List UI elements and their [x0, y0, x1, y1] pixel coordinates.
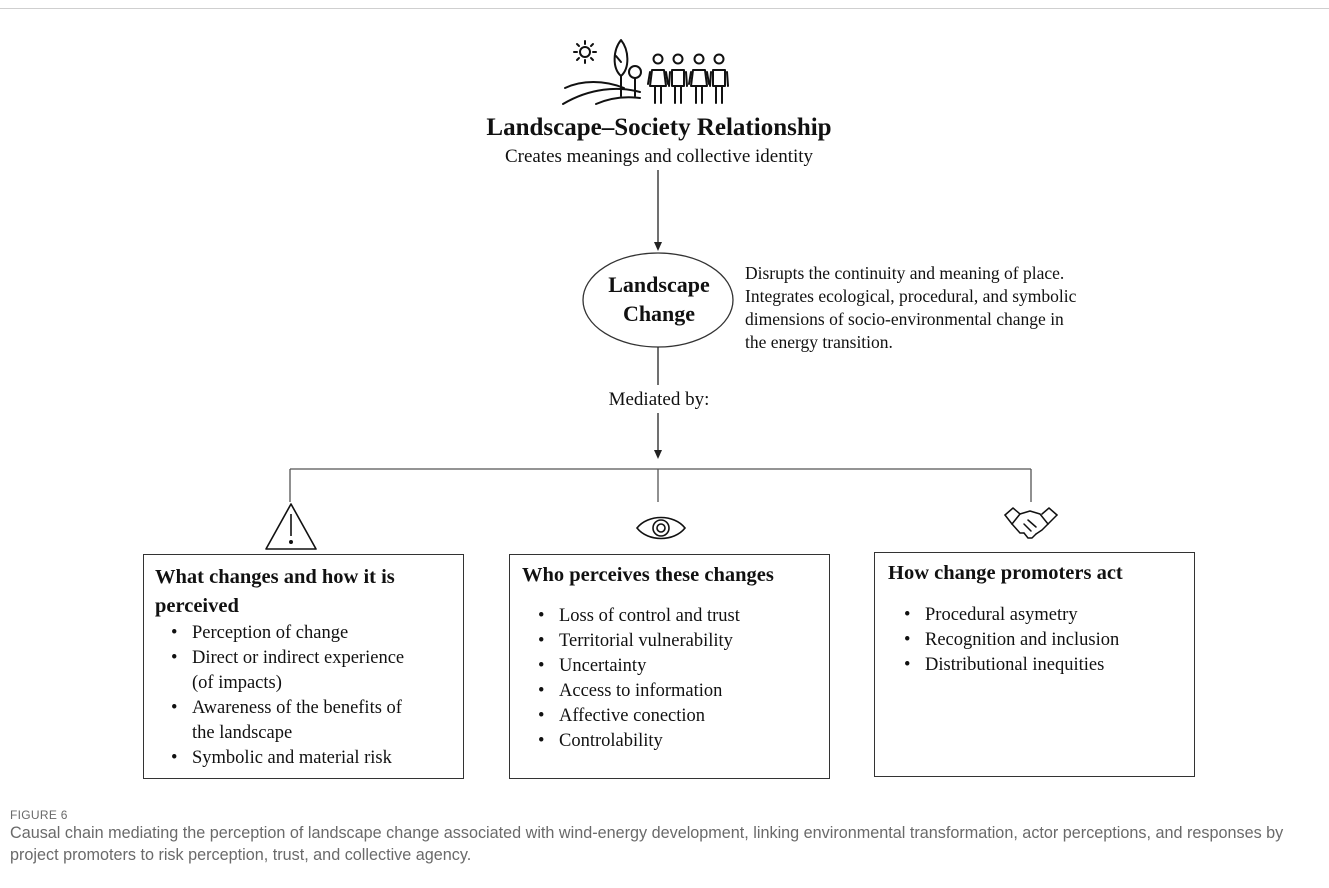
list-item-continuation: (of impacts) — [192, 673, 282, 693]
list-item: Uncertainty — [522, 654, 819, 679]
list-item-continuation: the landscape — [192, 723, 293, 743]
list-item: Direct or indirect experience — [155, 646, 453, 671]
box-list: Perception of change Direct or indirect … — [155, 621, 453, 771]
list-item: Symbolic and material risk — [155, 746, 453, 771]
list-item: Procedural asymetry — [888, 603, 1184, 628]
change-label-line1: Landscape — [608, 272, 710, 297]
box-how-promoters-act: How change promoters act Procedural asym… — [874, 552, 1195, 777]
list-item: Perception of change — [155, 621, 453, 646]
box-title-line: perceived — [155, 595, 239, 617]
change-description-line: Integrates ecological, procedural, and s… — [745, 286, 1077, 306]
box-what-changes: What changes and how it is perceived Per… — [143, 554, 464, 779]
list-item: Controlability — [522, 729, 819, 754]
box-title: Who perceives these changes — [522, 564, 774, 586]
change-description-line: the energy transition. — [745, 332, 893, 352]
mediated-label: Mediated by: — [608, 389, 710, 410]
list-item: Loss of control and trust — [522, 604, 819, 629]
list-item: Recognition and inclusion — [888, 628, 1184, 653]
box-who-perceives: Who perceives these changes Loss of cont… — [509, 554, 830, 779]
list-item: Affective conection — [522, 704, 819, 729]
box-list: Loss of control and trust Territorial vu… — [522, 604, 819, 754]
list-item: Access to information — [522, 679, 819, 704]
list-item: Distributional inequities — [888, 653, 1184, 678]
change-label-line2: Change — [622, 301, 696, 326]
diagram-title: Landscape–Society Relationship — [486, 114, 832, 141]
box-title: How change promoters act — [888, 562, 1123, 584]
branch-connectors — [289, 468, 1032, 502]
box-title-line: What changes and how it is — [155, 566, 395, 588]
list-item: Awareness of the benefits of — [155, 696, 453, 721]
figure-label: FIGURE 6 — [10, 808, 68, 822]
list-item: Territorial vulnerability — [522, 629, 819, 654]
box-title: What changes and how it is perceived — [155, 563, 453, 621]
diagram-canvas — [265, 39, 1058, 550]
landscape-people-icon — [562, 39, 729, 105]
figure-caption: Causal chain mediating the perception of… — [10, 824, 1284, 864]
change-label: Landscape Change — [586, 270, 732, 328]
eye-icon — [635, 516, 687, 540]
change-description-line: Disrupts the continuity and meaning of p… — [745, 263, 1065, 283]
box-list: Procedural asymetry Recognition and incl… — [888, 603, 1184, 678]
diagram-subtitle: Creates meanings and collective identity — [504, 146, 814, 167]
handshake-icon — [1004, 507, 1058, 539]
change-description: Disrupts the continuity and meaning of p… — [745, 262, 1135, 354]
warning-icon — [265, 503, 317, 550]
top-rule — [0, 8, 1329, 9]
change-description-line: dimensions of socio-environmental change… — [745, 309, 1064, 329]
